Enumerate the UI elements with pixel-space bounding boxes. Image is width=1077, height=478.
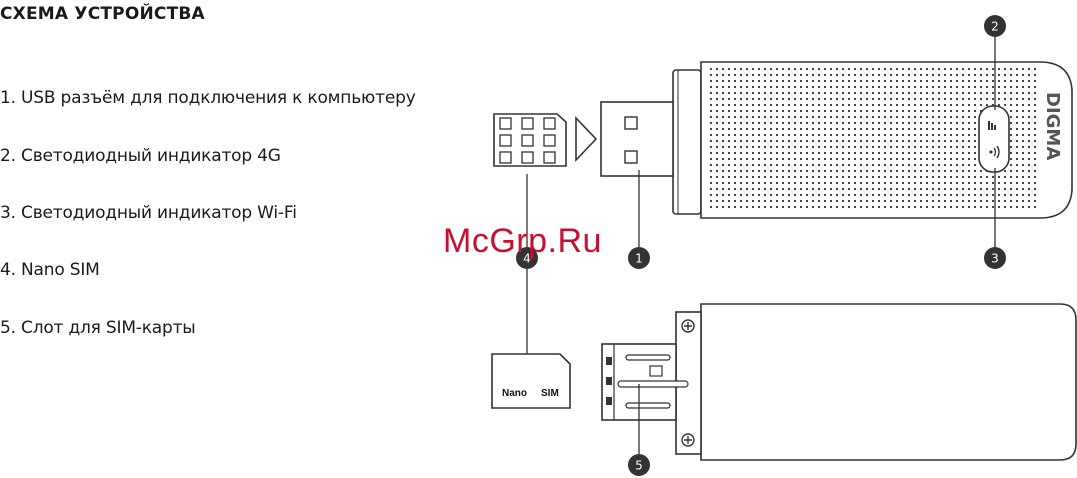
watermark: McGrp.Ru: [443, 222, 602, 261]
connector-collar: [673, 70, 701, 214]
modem-bottom-view: [602, 304, 1076, 460]
modem-top-view: DIGMA: [601, 62, 1072, 218]
usb-plug: [601, 102, 673, 176]
callout-1: 1: [628, 247, 650, 269]
modem-body-back: [701, 304, 1076, 460]
insert-arrow-icon: [576, 118, 596, 160]
svg-text:2: 2: [991, 20, 999, 34]
svg-text:1: 1: [635, 252, 643, 266]
callout-3: 3: [984, 247, 1006, 269]
nano-sim-card: Nano SIM: [492, 354, 570, 408]
sim-insert-guide: [494, 114, 596, 166]
sim-label-sim: SIM: [541, 388, 559, 399]
brand-logo: DIGMA: [1042, 92, 1063, 160]
svg-text:3: 3: [991, 252, 999, 266]
led-indicator-panel: [979, 106, 1009, 172]
callout-2: 2: [984, 15, 1006, 37]
svg-text:5: 5: [635, 459, 643, 473]
sim-label-nano: Nano: [502, 388, 527, 399]
callout-5: 5: [628, 454, 650, 476]
